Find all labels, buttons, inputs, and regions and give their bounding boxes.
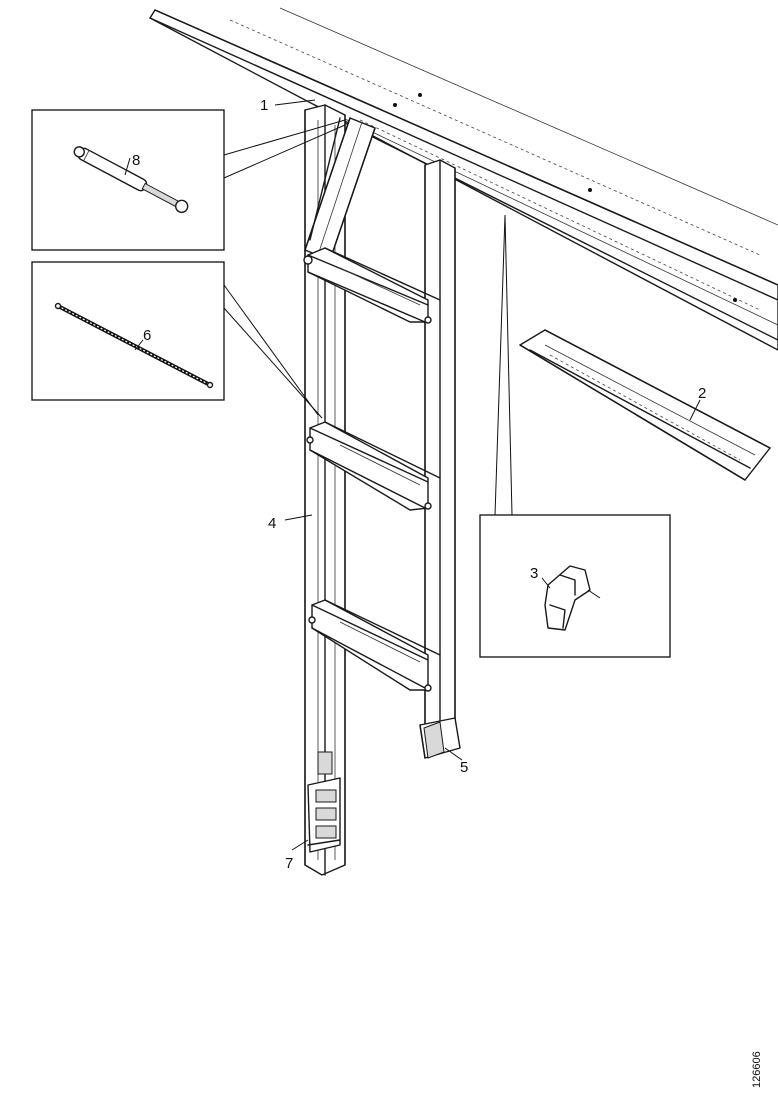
callout-7: 7 bbox=[285, 855, 293, 872]
callout-3: 3 bbox=[530, 565, 538, 582]
detail-box-rod bbox=[31, 261, 225, 401]
panel-2 bbox=[519, 329, 771, 481]
rung-top bbox=[303, 247, 441, 324]
callout-1: 1 bbox=[260, 97, 268, 114]
callout-5: 5 bbox=[460, 759, 468, 776]
foot-left-7 bbox=[307, 751, 341, 853]
foot-right-5 bbox=[419, 717, 461, 759]
callout-8: 8 bbox=[132, 152, 140, 169]
rung-bottom bbox=[308, 599, 441, 692]
top-rail bbox=[149, 7, 778, 351]
rung-middle bbox=[306, 421, 441, 511]
figure-reference-number: 126606 bbox=[751, 1051, 763, 1088]
right-stile bbox=[424, 159, 456, 749]
detail-box-gas-strut bbox=[31, 109, 225, 251]
callout-6: 6 bbox=[143, 327, 151, 344]
callout-2: 2 bbox=[698, 385, 706, 402]
detail-box-clip bbox=[479, 514, 671, 658]
callout-4: 4 bbox=[268, 515, 276, 532]
leader-lines bbox=[124, 99, 701, 851]
